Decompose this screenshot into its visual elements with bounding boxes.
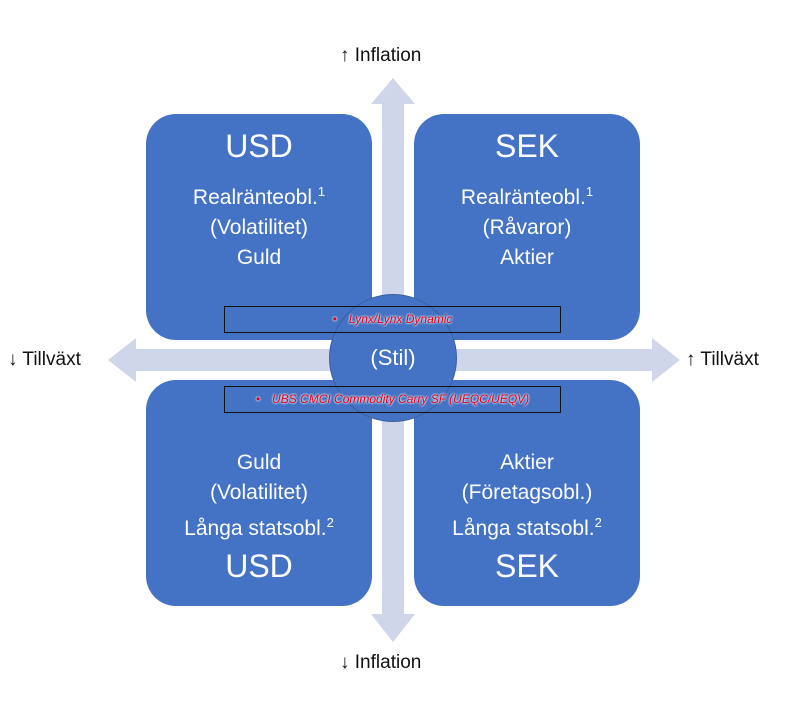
fund-box-1: • Lynx/Lynx Dynamic — [224, 306, 561, 333]
line: (Volatilitet) — [209, 481, 309, 504]
axis-label-bottom: ↓ Inflation — [340, 652, 422, 673]
footnote: 2 — [594, 515, 602, 530]
quadrant-top-left: USD Realränteobl.1 (Volatilitet) Guld — [146, 114, 372, 340]
footnote: 1 — [317, 184, 326, 199]
line: Aktier — [500, 246, 554, 269]
line: (Volatilitet) — [209, 216, 309, 239]
quadrant-top-right: SEK Realränteobl.1 (Råvaror) Aktier — [414, 114, 640, 340]
line: Aktier — [500, 451, 554, 474]
line: Realränteobl. — [460, 186, 586, 209]
center-label: (Stil) — [370, 345, 416, 370]
center-circle: (Stil) — [329, 294, 457, 422]
bullet-icon: • — [255, 392, 261, 406]
line: Guld — [236, 451, 282, 474]
currency-label: USD — [225, 128, 293, 164]
fund-label: UBS CMCI Commodity Carry SF (UEQC/UEQV) — [272, 392, 530, 406]
currency-label: SEK — [494, 128, 560, 164]
line: Realränteobl. — [192, 186, 318, 209]
fund-label: Lynx/Lynx Dynamic — [348, 312, 453, 326]
footnote: 2 — [326, 515, 334, 530]
currency-label: SEK — [494, 548, 560, 584]
axis-label-left: ↓ Tillväxt — [8, 349, 81, 370]
footnote: 1 — [585, 184, 594, 199]
currency-label: USD — [225, 548, 293, 584]
quadrant-bottom-left: Guld (Volatilitet) Långa statsobl.2 USD — [146, 380, 372, 606]
axis-label-right: ↑ Tillväxt — [686, 349, 759, 370]
line: (Företagsobl.) — [461, 481, 593, 504]
bullet-icon: • — [332, 312, 337, 326]
quadrant-bottom-right: Aktier (Företagsobl.) Långa statsobl.2 S… — [414, 380, 640, 606]
line: Långa statsobl. — [452, 517, 595, 540]
fund-box-2: • UBS CMCI Commodity Carry SF (UEQC/UEQV) — [224, 386, 561, 413]
axis-label-top: ↑ Inflation — [340, 45, 422, 66]
line: (Råvaror) — [482, 216, 572, 239]
line: Guld — [236, 246, 282, 269]
line: Långa statsobl. — [184, 517, 327, 540]
